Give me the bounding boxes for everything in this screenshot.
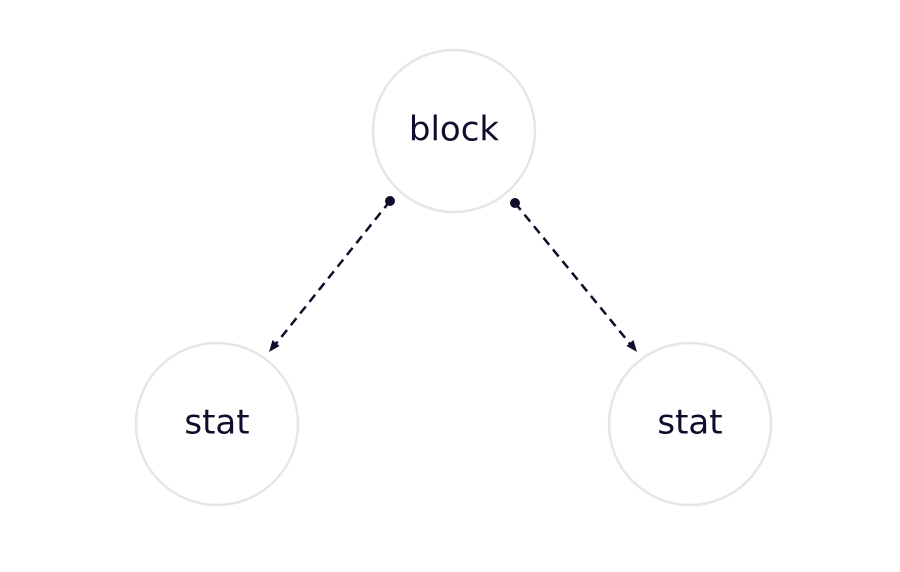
edge-arrowhead (626, 340, 637, 352)
edge-root-left (269, 196, 395, 352)
edge-line (274, 200, 391, 346)
node-left[interactable]: stat (134, 341, 300, 507)
edge-line (514, 202, 632, 346)
node-circle (134, 341, 300, 507)
node-root[interactable]: block (371, 48, 537, 214)
node-right[interactable]: stat (607, 341, 773, 507)
node-label: stat (657, 403, 722, 443)
edge-start-dot (385, 196, 395, 206)
node-label: block (409, 110, 500, 150)
node-label: stat (184, 403, 249, 443)
edge-arrowhead (269, 340, 280, 352)
node-circle (371, 48, 537, 214)
edge-start-dot (510, 198, 520, 208)
node-circle (607, 341, 773, 507)
edge-root-right (510, 198, 637, 352)
